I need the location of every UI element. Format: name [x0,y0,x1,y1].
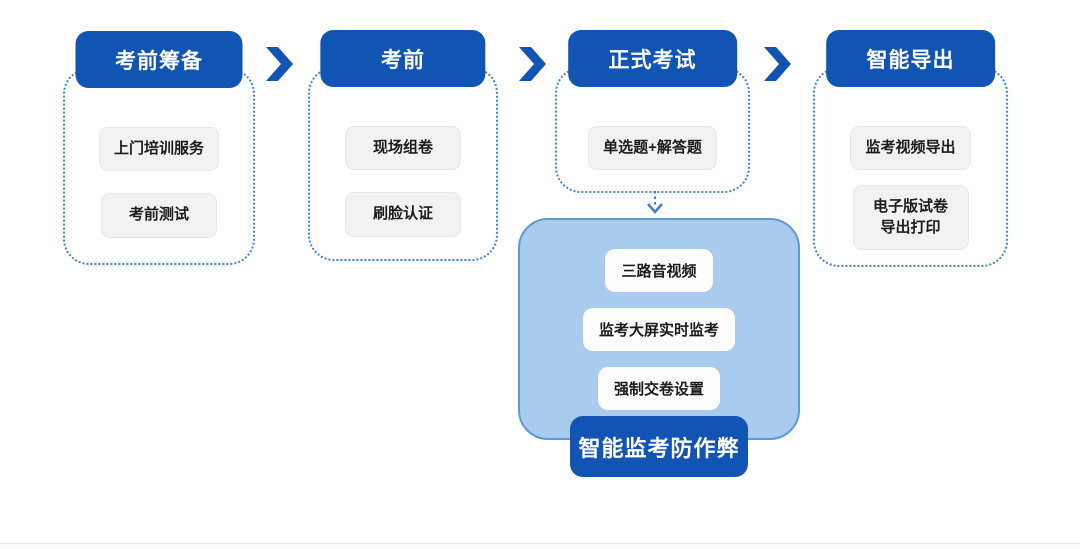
stage-item: 考前测试 [101,193,217,238]
stage-item-list: 上门培训服务 考前测试 [63,127,255,238]
panel-item: 强制交卷设置 [597,367,720,410]
stage-item: 现场组卷 [345,126,461,171]
stage-header: 智能导出 [825,30,996,87]
chevron-right-icon [764,47,791,81]
stage-item: 单选题+解答题 [588,126,717,171]
stage-column-pre-exam: 考前 现场组卷 刷脸认证 [308,30,498,261]
panel-item: 三路音视频 [605,249,713,292]
footer-divider [0,543,1080,549]
stage-item: 上门培训服务 [98,127,219,172]
stage-column-formal-exam: 正式考试 单选题+解答题 [555,30,750,193]
stage-item: 电子版试卷 导出打印 [852,185,969,250]
stage-item-list: 现场组卷 刷脸认证 [308,126,498,237]
anti-cheat-label: 智能监考防作弊 [570,416,748,477]
stage-item: 监考视频导出 [850,126,971,171]
stage-item: 刷脸认证 [345,192,461,237]
chevron-right-icon [519,47,546,81]
stage-header: 考前筹备 [75,31,243,88]
stage-item-list: 监考视频导出 电子版试卷 导出打印 [813,126,1008,250]
stage-column-pre-exam-prep: 考前筹备 上门培训服务 考前测试 [63,31,255,265]
panel-item-list: 三路音视频 监考大屏实时监考 强制交卷设置 [520,249,798,410]
stage-item-list: 单选题+解答题 [555,126,750,171]
dashed-arrow-down-icon [646,191,664,217]
panel-item: 监考大屏实时监考 [582,308,735,351]
stage-header: 正式考试 [567,30,738,87]
chevron-right-icon [266,47,293,81]
stage-header: 考前 [320,30,486,87]
stage-column-smart-export: 智能导出 监考视频导出 电子版试卷 导出打印 [813,30,1008,267]
anti-cheat-panel: 三路音视频 监考大屏实时监考 强制交卷设置 [518,218,800,440]
